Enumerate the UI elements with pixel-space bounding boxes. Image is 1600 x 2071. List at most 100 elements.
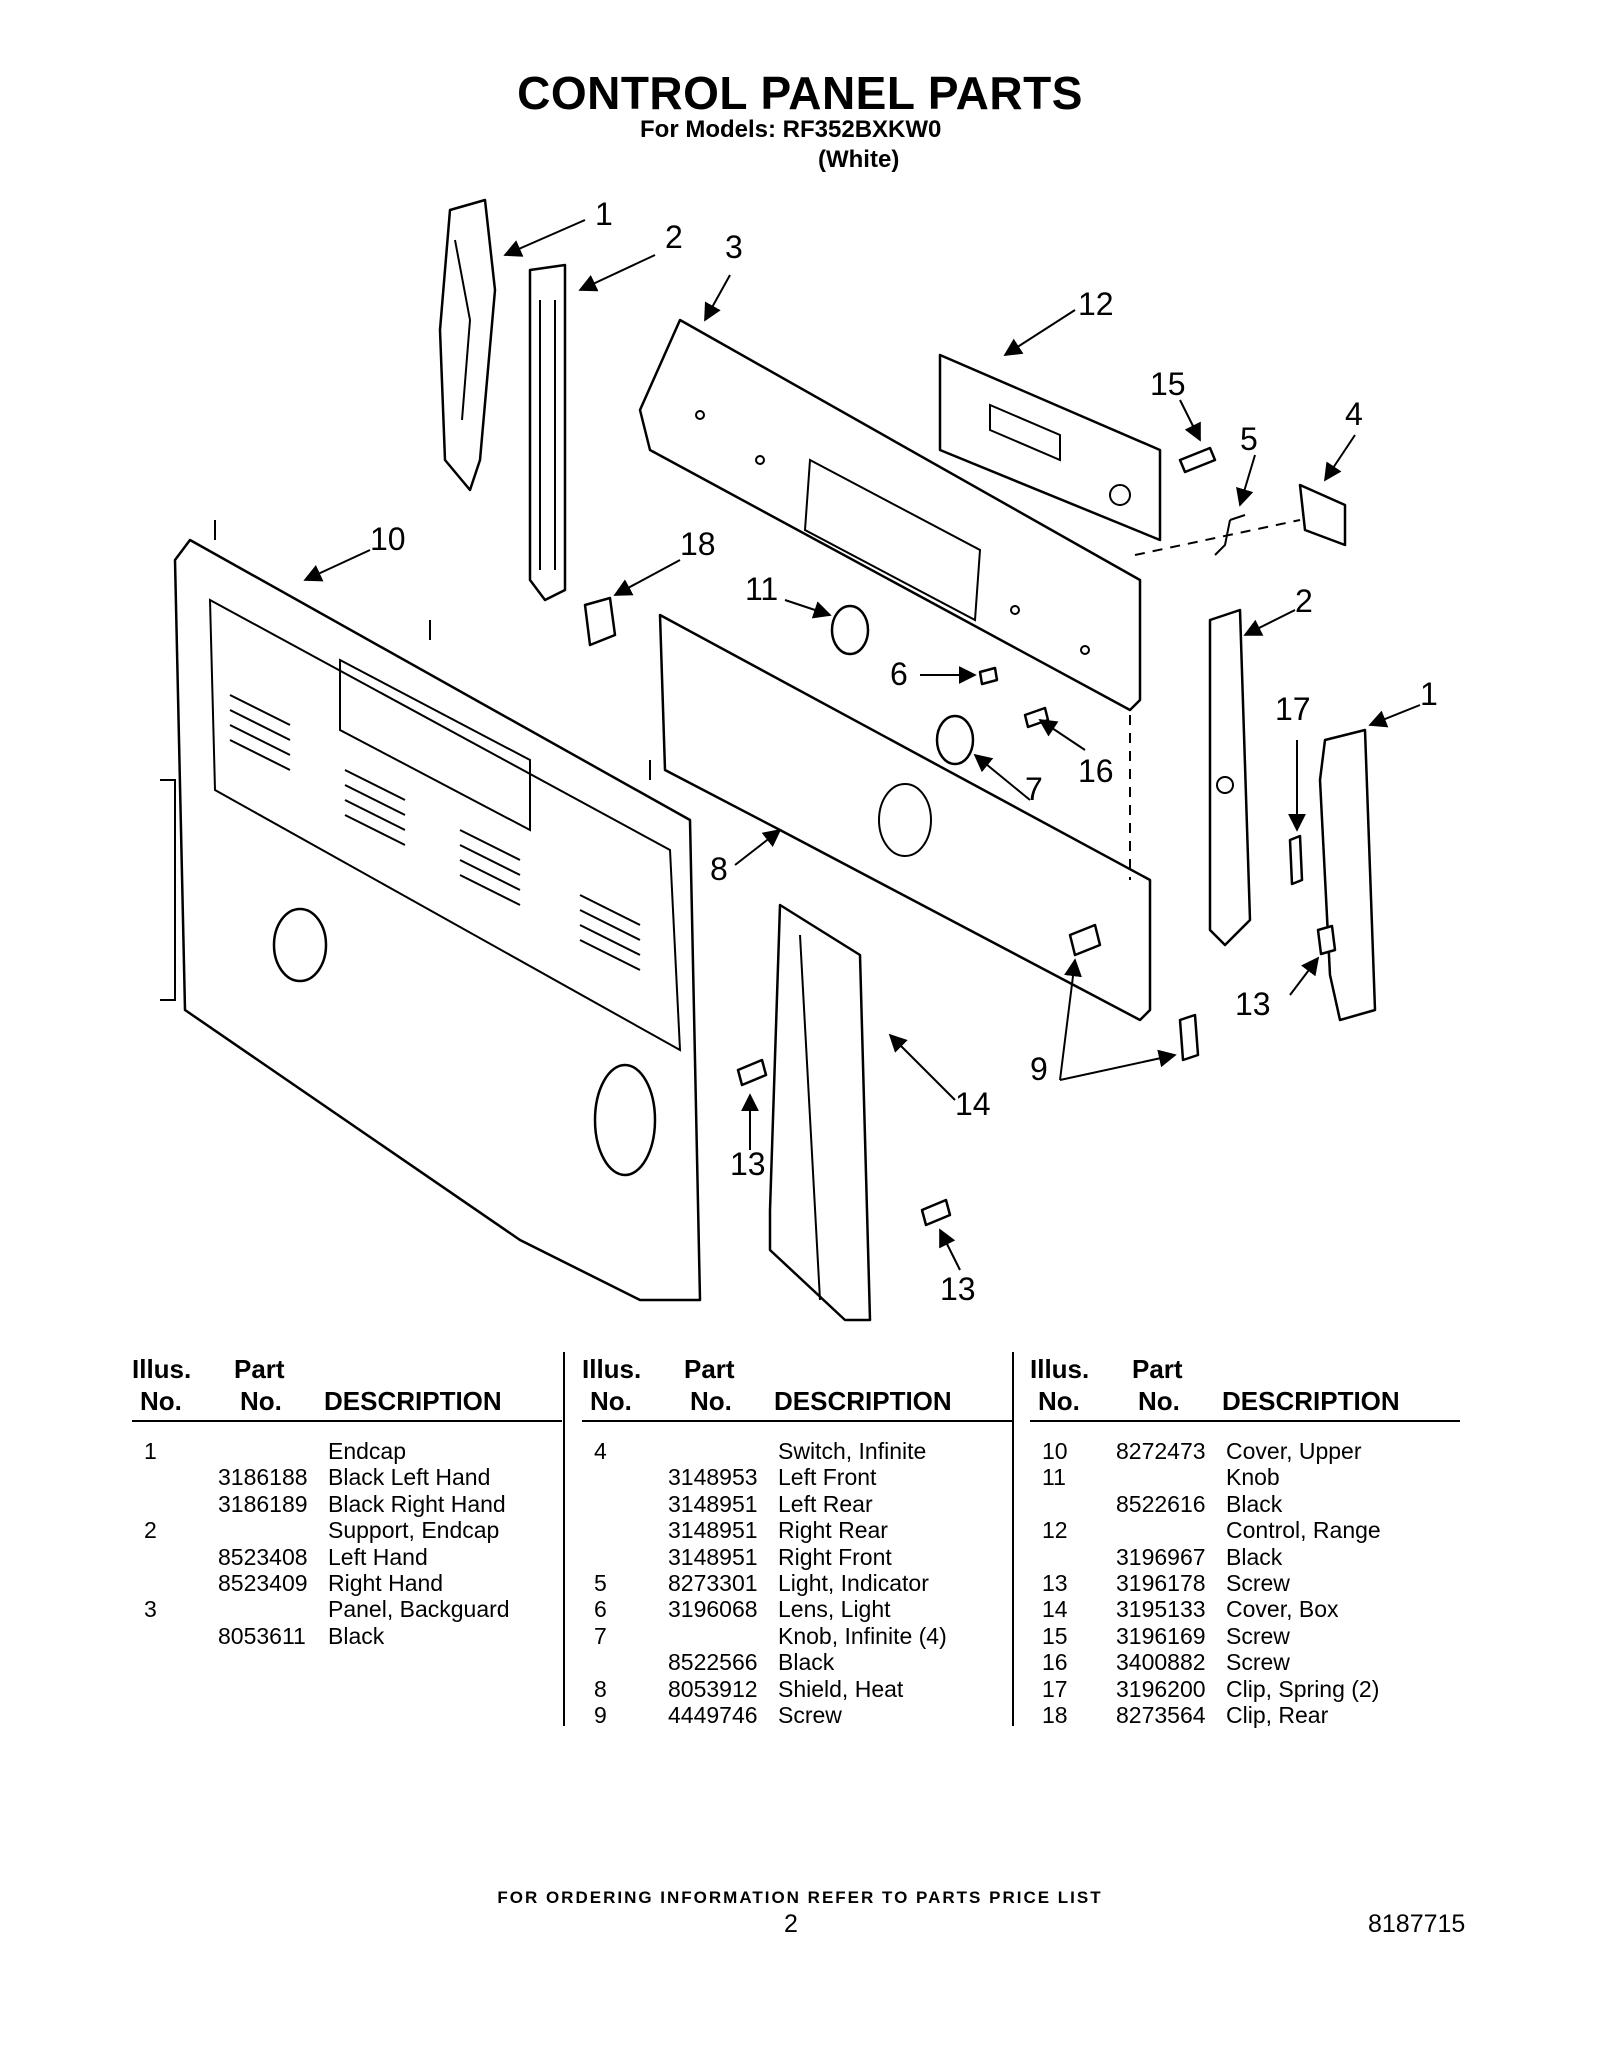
part-number: 3186188 (218, 1464, 308, 1491)
description: Black (1226, 1490, 1283, 1517)
description: Left Rear (778, 1490, 873, 1517)
part-header-top: Part (234, 1354, 285, 1384)
description: Support, Endcap (328, 1517, 500, 1544)
illus-number: 13 (1042, 1569, 1068, 1596)
part-number: 8523408 (218, 1543, 308, 1570)
part-8-shield-heat (658, 613, 1152, 1022)
part-7-knob-infinite (935, 714, 975, 766)
part-number: 3148951 (668, 1517, 758, 1544)
description: Right Hand (328, 1569, 444, 1596)
callout-label: 12 (1078, 286, 1114, 322)
part-header-top: Part (684, 1354, 735, 1384)
part-1-endcap-right (1318, 728, 1377, 1022)
illus-header-top: Illus. (582, 1354, 642, 1384)
page-number: 2 (784, 1910, 798, 1938)
table-row: 2 Support, Endcap (132, 1517, 562, 1543)
description: Right Rear (778, 1517, 888, 1544)
description: Control, Range (1226, 1517, 1381, 1544)
part-number: 3195133 (1116, 1596, 1206, 1623)
callout-label: 13 (730, 1146, 766, 1182)
illus-header-bottom: No. (590, 1386, 632, 1416)
part-header-top: Part (1132, 1354, 1183, 1384)
part-number: 3196967 (1116, 1543, 1206, 1570)
illus-header-bottom: No. (1038, 1386, 1080, 1416)
document-number: 8187715 (1368, 1910, 1466, 1938)
part-number: 8053611 (218, 1622, 306, 1649)
table-row: 3148951 Right Rear (582, 1517, 1012, 1543)
part-number: 3400882 (1116, 1649, 1206, 1676)
part-13-screw-c (1316, 924, 1337, 956)
description: Screw (778, 1701, 842, 1728)
part-4-switch-infinite (1298, 483, 1347, 547)
part-number: 8272473 (1116, 1438, 1206, 1464)
description: Light, Indicator (778, 1569, 929, 1596)
illus-number: 1 (144, 1438, 157, 1464)
part-number: 3196200 (1116, 1675, 1206, 1702)
callout-numbers: 1 2 3 12 15 5 4 10 18 11 6 2 16 17 1 7 8… (370, 196, 1438, 1307)
callout-label: 14 (955, 1086, 991, 1122)
description: Left Front (778, 1464, 877, 1491)
illus-number: 12 (1042, 1517, 1068, 1544)
illus-number: 15 (1042, 1622, 1068, 1649)
callout-label: 10 (370, 521, 406, 557)
color-line: (White) (818, 146, 900, 173)
part-14-cover-box (768, 903, 872, 1322)
part-12-control-range (938, 353, 1162, 542)
illus-header-bottom: No. (140, 1386, 182, 1416)
part-9-screw-a (1068, 923, 1102, 957)
models-line: For Models: RF352BXKW0 (640, 116, 942, 143)
description: Endcap (328, 1438, 407, 1464)
illus-header-top: Illus. (1030, 1354, 1090, 1384)
illus-number: 10 (1042, 1438, 1068, 1464)
part-2-support-right (1208, 608, 1252, 947)
description: Switch, Infinite (778, 1438, 927, 1464)
description: Panel, Backguard (328, 1596, 510, 1623)
part-number: 8053912 (668, 1675, 758, 1702)
description: Clip, Spring (2) (1226, 1675, 1380, 1702)
callout-label: 7 (1025, 771, 1043, 807)
callout-label: 13 (940, 1271, 976, 1307)
illus-number: 2 (144, 1517, 157, 1544)
description: Cover, Upper (1226, 1438, 1362, 1464)
callout-label: 1 (1420, 676, 1438, 712)
callout-label: 5 (1240, 421, 1258, 457)
part-2-support-left (528, 263, 567, 602)
part-number: 3196068 (668, 1596, 758, 1623)
description: Screw (1226, 1569, 1290, 1596)
column-divider (1012, 1352, 1014, 1726)
page-title: CONTROL PANEL PARTS (517, 67, 1083, 119)
description: Black Right Hand (328, 1490, 506, 1517)
illus-number: 8 (594, 1675, 607, 1702)
callout-label: 16 (1078, 753, 1114, 789)
description: Black (1226, 1543, 1283, 1570)
part-number: 3196178 (1116, 1569, 1206, 1596)
table-row: 4 Switch, Infinite (582, 1438, 1012, 1464)
part-header-bottom: No. (240, 1386, 282, 1416)
illus-number: 14 (1042, 1596, 1068, 1623)
callout-label: 15 (1150, 366, 1186, 402)
illus-number: 4 (594, 1438, 607, 1464)
description: Knob, Infinite (4) (778, 1622, 947, 1649)
part-18-clip-rear (583, 596, 617, 647)
